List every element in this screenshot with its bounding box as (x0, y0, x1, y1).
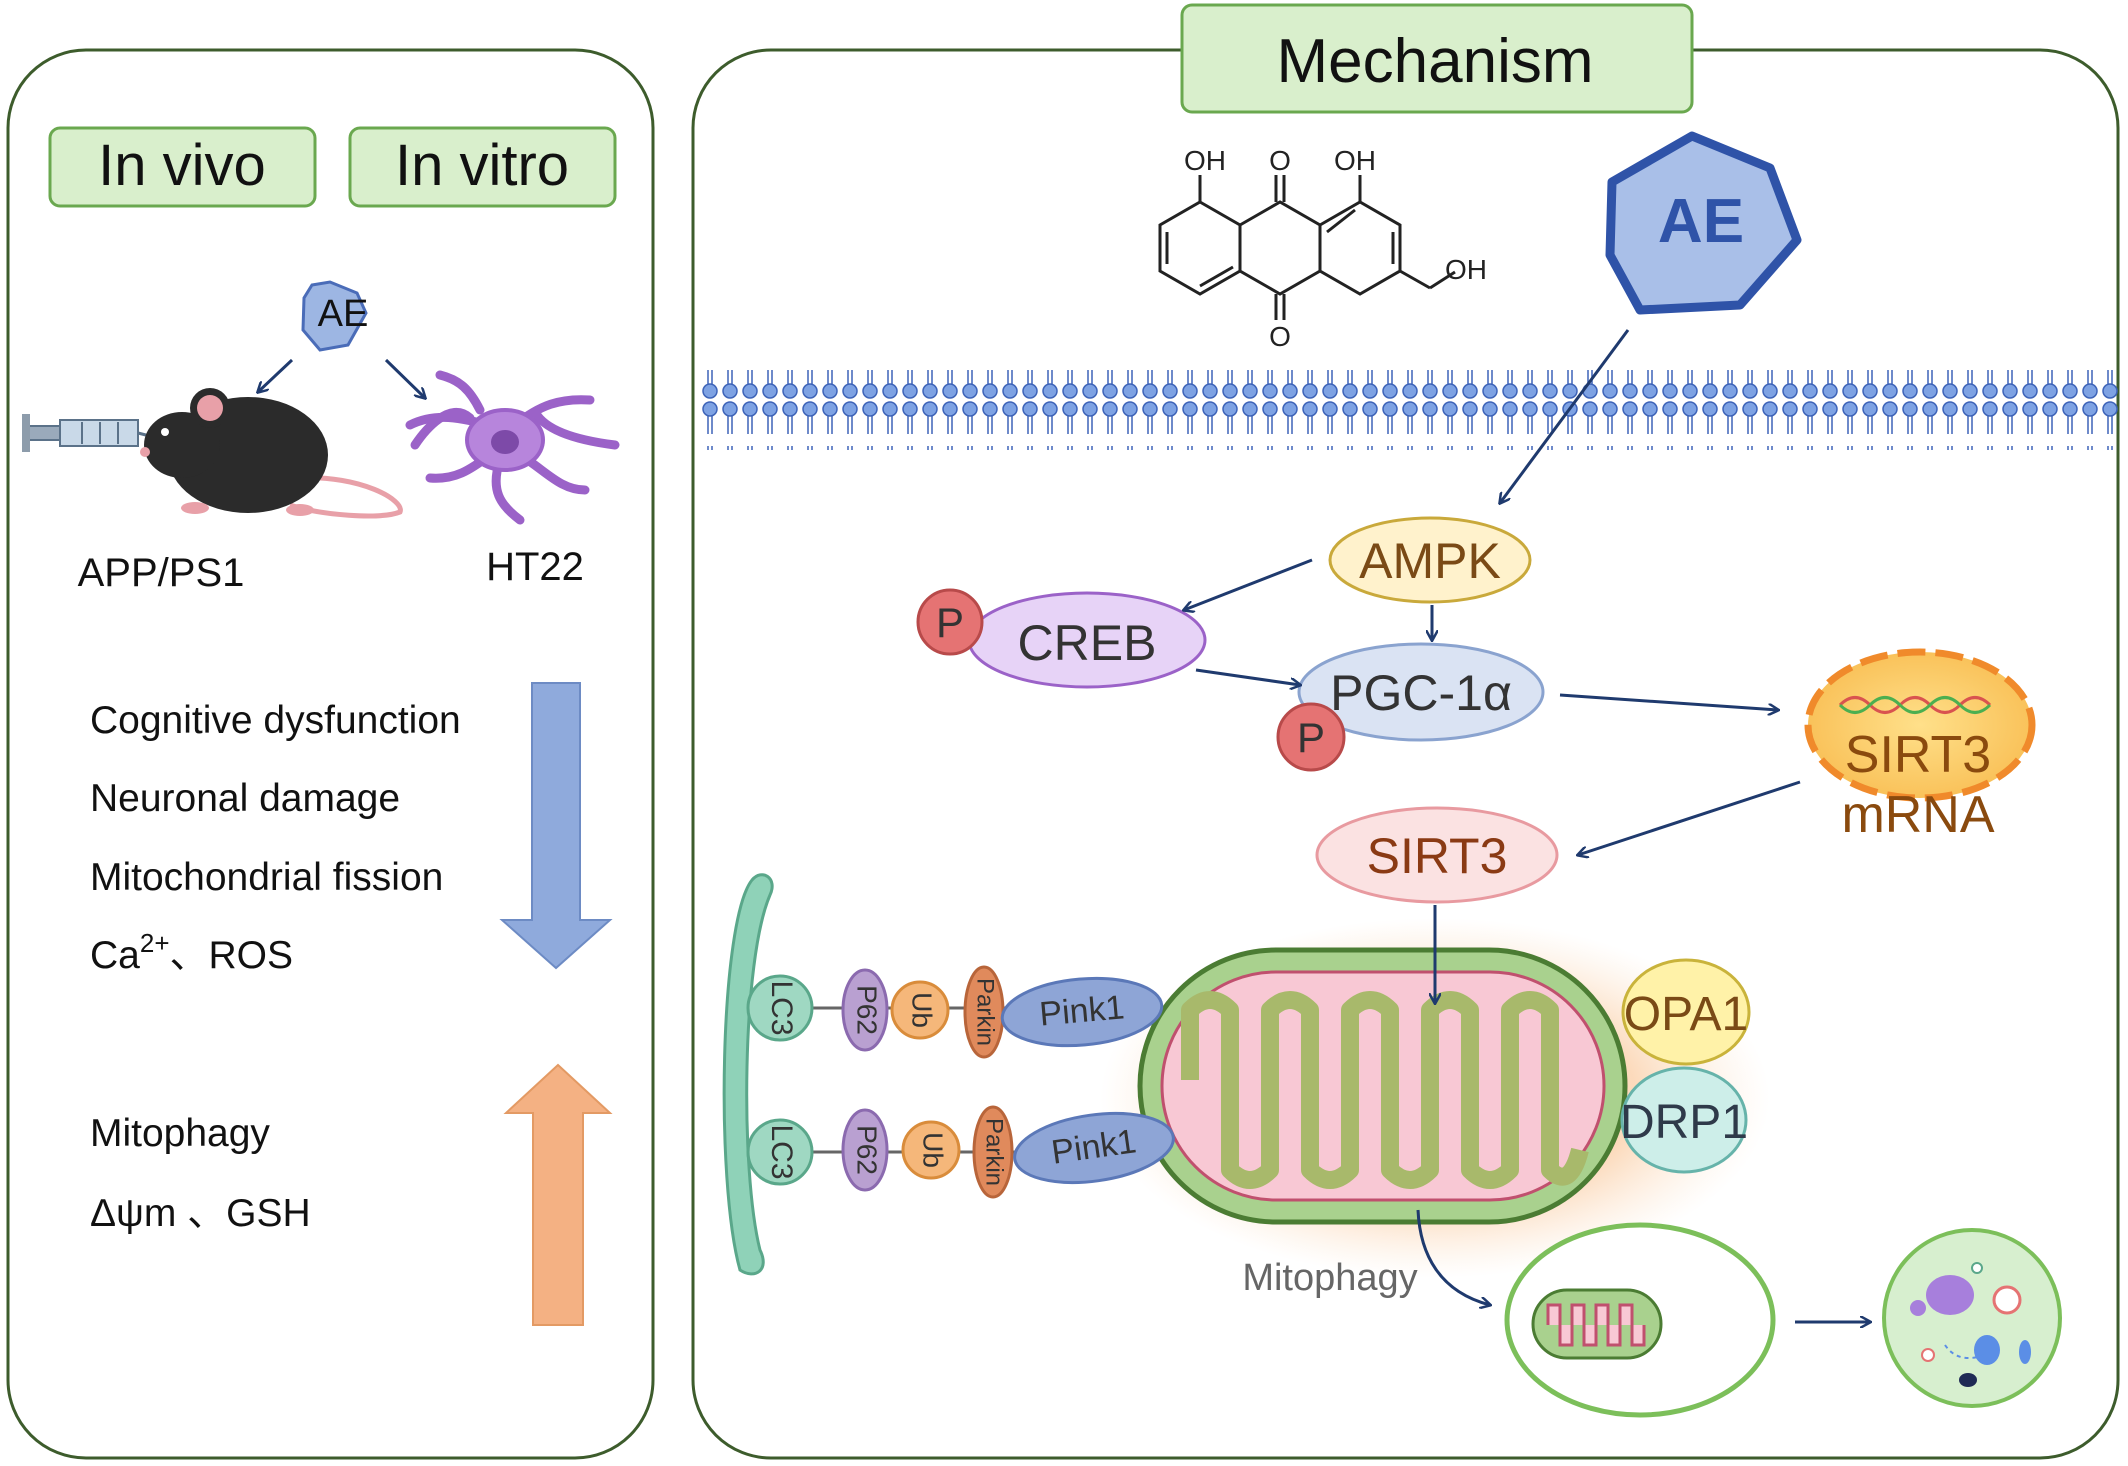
lc3-label-upper: LC3 (765, 980, 798, 1035)
ae-small-hexagon (301, 280, 368, 352)
pink1-shape-lower (1013, 1111, 1175, 1185)
increased-item-2: Δψm 、GSH (90, 1192, 311, 1235)
ampk-node (1328, 516, 1532, 604)
ub-circle-lower (901, 1120, 961, 1180)
oh-label-1: OH (1184, 145, 1226, 176)
sirt3-mrna-label-2: mRNA (1841, 786, 1994, 844)
down-arrow (499, 682, 613, 970)
phagophore-membrane (722, 873, 774, 1276)
chemical-structure (1158, 175, 1456, 320)
phospho-pgc-circle (1276, 702, 1346, 772)
sirt3-mrna-label-1: SIRT3 (1845, 726, 1991, 784)
ub-label-upper: Ub (907, 992, 938, 1028)
dna-helix-icon (1838, 696, 1992, 714)
model-in-vitro-label: HT22 (486, 545, 584, 589)
drp1-label: DRP1 (1620, 1096, 1748, 1149)
pink1-label-upper: Pink1 (1038, 988, 1126, 1033)
mouse-icon (140, 388, 403, 519)
lysosome-contents (1910, 1262, 2031, 1387)
pink1-shape-upper (1000, 976, 1164, 1048)
engulfed-cristae (1546, 1303, 1646, 1347)
o-label-top: O (1269, 145, 1291, 176)
decreased-item-4: Ca2+、ROS (90, 928, 293, 977)
decreased-item-1: Cognitive dysfunction (90, 699, 461, 742)
ub-circle-upper (890, 980, 950, 1040)
arrow-creb-to-pgc (1195, 668, 1300, 685)
ca-superscript: 2+ (140, 928, 170, 958)
ca-base: Ca (90, 934, 140, 977)
tab-in-vivo-label: In vivo (98, 133, 266, 198)
tab-in-vivo (48, 126, 317, 208)
mechanism-title-box (1180, 3, 1694, 114)
parkin-shape-lower (972, 1105, 1014, 1199)
oh-label-3: OH (1445, 254, 1487, 285)
ampk-label: AMPK (1359, 533, 1501, 589)
decreased-item-2: Neuronal damage (90, 777, 400, 820)
ae-hexagon-label: AE (1658, 187, 1744, 256)
lc3-label-lower: LC3 (765, 1124, 798, 1179)
mechanism-title: Mechanism (1277, 27, 1594, 96)
p62-shape-lower (841, 1108, 889, 1192)
opa1-label: OPA1 (1624, 988, 1749, 1041)
pgc-label: PGC-1α (1330, 665, 1512, 721)
phospho-creb-circle (916, 588, 984, 656)
receptor-chain-lower: LC3 P62 Ub Parkin Pink1 (746, 1105, 1175, 1199)
pgc-node (1297, 642, 1545, 742)
neuron-cell-icon (405, 370, 620, 525)
receptor-chain-upper: LC3 P62 Ub Parkin Pink1 (746, 965, 1164, 1059)
ros-text: 、ROS (170, 934, 294, 977)
tab-in-vitro (348, 126, 617, 208)
p62-label-lower: P62 (852, 1125, 883, 1175)
phospho-creb-label: P (936, 599, 964, 646)
ae-small-label: AE (318, 293, 369, 335)
left-panel-frame (6, 48, 655, 1460)
arrow-mito-to-autophagosome (1416, 1209, 1490, 1305)
arrow-ae-to-ampk (1500, 329, 1630, 503)
arrow-ae-to-mouse (258, 358, 294, 392)
oh-label-2: OH (1334, 145, 1376, 176)
lc3-circle-lower (746, 1118, 814, 1186)
ub-label-lower: Ub (918, 1132, 949, 1168)
arrow-mrna-to-sirt3 (1578, 780, 1801, 855)
sirt3-node (1315, 806, 1559, 904)
opa1-node (1621, 958, 1751, 1066)
decreased-item-3: Mitochondrial fission (90, 856, 443, 899)
cell-membrane (700, 370, 2120, 450)
p62-label-upper: P62 (852, 985, 883, 1035)
arrow-ampk-to-creb (1184, 558, 1313, 610)
sirt3-label: SIRT3 (1367, 828, 1508, 884)
mitophagy-label: Mitophagy (1242, 1257, 1417, 1299)
creb-label: CREB (1018, 615, 1157, 671)
parkin-label-lower: Parkin (981, 1118, 1008, 1186)
phospho-pgc-label: P (1297, 714, 1325, 761)
parkin-label-upper: Parkin (972, 978, 999, 1046)
mitochondrion-cristae (1181, 991, 1589, 1189)
tab-in-vitro-label: In vitro (395, 133, 569, 198)
drp1-node (1620, 1066, 1748, 1174)
increased-item-1: Mitophagy (90, 1112, 270, 1155)
model-in-vivo-label: APP/PS1 (78, 551, 245, 595)
lc3-circle-upper (746, 974, 814, 1042)
ae-hexagon (1605, 131, 1802, 315)
sirt3-mrna-blob (1804, 648, 2036, 802)
p62-shape-upper (841, 968, 889, 1052)
arrow-pgc-to-mrna (1559, 693, 1778, 710)
up-arrow (503, 1063, 613, 1326)
o-label-bottom: O (1269, 321, 1291, 352)
arrow-ae-to-cell (384, 358, 425, 398)
